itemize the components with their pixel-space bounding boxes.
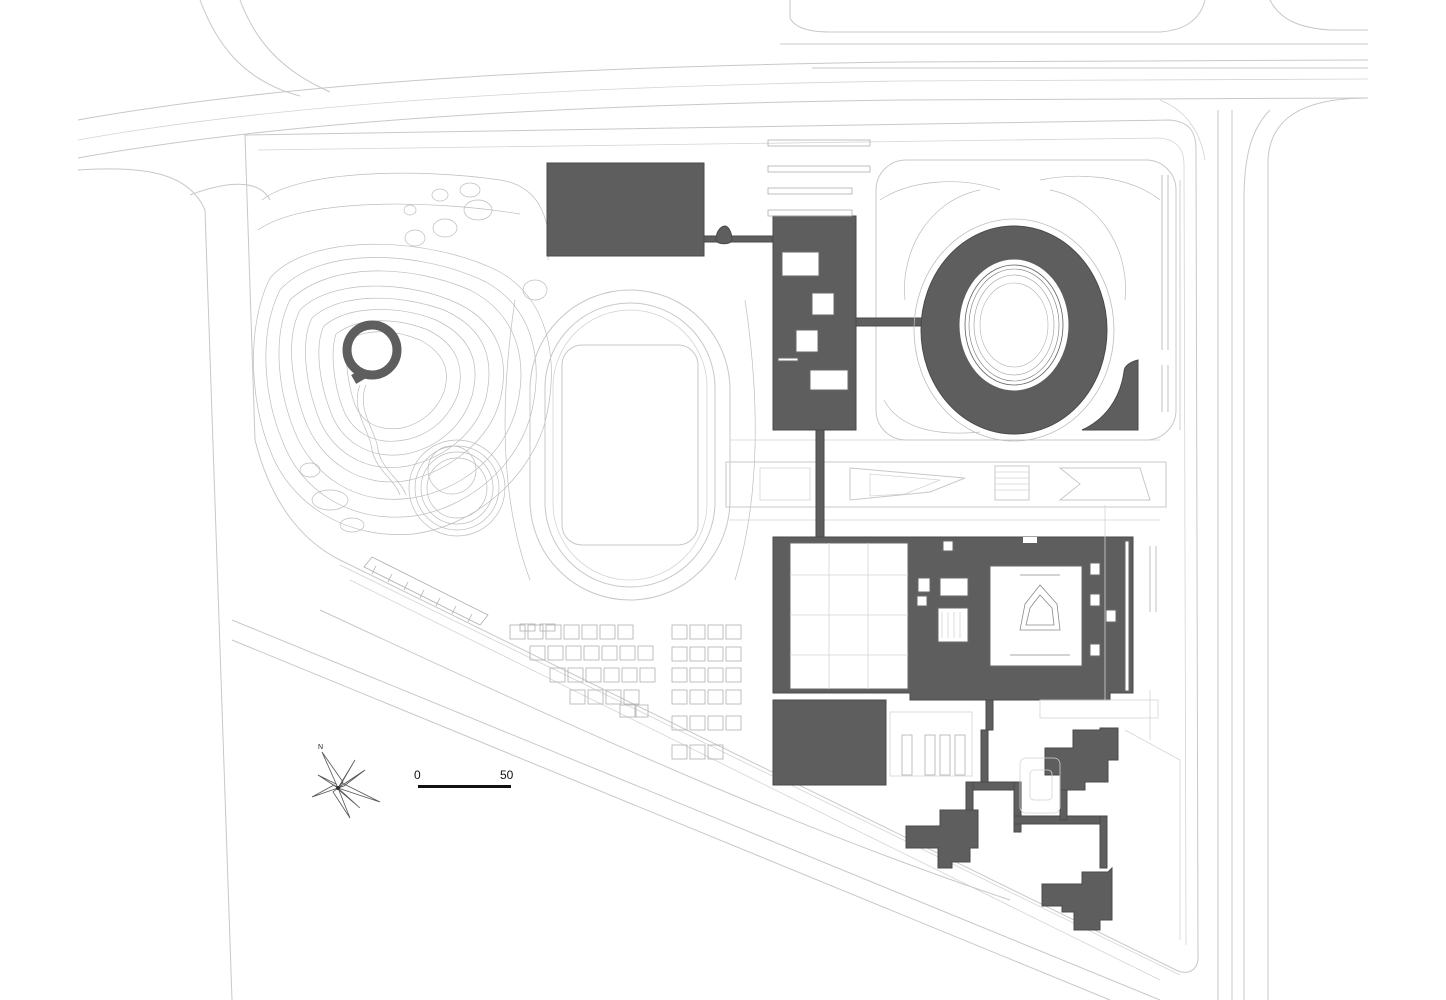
parking-stall bbox=[707, 689, 724, 705]
quarter-pavilion bbox=[1081, 359, 1139, 431]
parking-stall bbox=[689, 715, 706, 731]
cluster-east bbox=[1044, 727, 1119, 791]
parking-stall bbox=[707, 646, 724, 662]
parking-stall bbox=[725, 646, 742, 662]
cluster-west bbox=[905, 809, 979, 869]
parking-stall bbox=[725, 667, 742, 683]
parking-stall bbox=[545, 624, 562, 640]
parking-stall bbox=[527, 624, 544, 640]
parking-stall bbox=[509, 624, 526, 640]
canopy-strip bbox=[363, 556, 489, 626]
parking-stall bbox=[605, 689, 622, 705]
parking-stall bbox=[671, 744, 688, 760]
scale-start-label: 0 bbox=[414, 768, 421, 782]
parking-stall bbox=[707, 667, 724, 683]
parking-stall bbox=[689, 689, 706, 705]
parking-stall bbox=[707, 744, 724, 760]
scale-end-label: 50 bbox=[500, 768, 514, 782]
parking-stall bbox=[587, 689, 604, 705]
cluster-south bbox=[1041, 866, 1113, 931]
road-network bbox=[77, 0, 1369, 1000]
parking-stall bbox=[617, 624, 634, 640]
parking-stall bbox=[637, 645, 654, 661]
scale-bar: 0 50 bbox=[414, 768, 514, 788]
parking-stall bbox=[529, 645, 546, 661]
parking-stall bbox=[585, 667, 602, 683]
parking-stall bbox=[621, 667, 638, 683]
parking-stall bbox=[689, 744, 706, 760]
running-track bbox=[504, 289, 756, 601]
parking-stall bbox=[689, 667, 706, 683]
parking-stall bbox=[565, 645, 582, 661]
parking-stall bbox=[725, 624, 742, 640]
central-plaza bbox=[725, 439, 1167, 521]
parking-stall bbox=[581, 624, 598, 640]
site-boundary bbox=[244, 119, 1199, 973]
parking-stall bbox=[689, 646, 706, 662]
north-label: N bbox=[318, 744, 323, 751]
parking-stall bbox=[671, 646, 688, 662]
central-pavilion bbox=[772, 215, 857, 431]
parking-stall bbox=[599, 624, 616, 640]
parking-stall bbox=[707, 624, 724, 640]
parking-stall bbox=[601, 645, 618, 661]
parking-stall bbox=[567, 667, 584, 683]
parking-stall bbox=[639, 667, 656, 683]
parking-stall bbox=[689, 624, 706, 640]
parking-stall bbox=[569, 689, 586, 705]
parking-stall bbox=[519, 623, 536, 632]
parking-stall bbox=[671, 667, 688, 683]
parking-stall bbox=[603, 667, 620, 683]
parking-stall bbox=[539, 623, 556, 632]
residential-grounds bbox=[889, 505, 1181, 940]
parking-stall bbox=[623, 689, 640, 705]
parking-stall bbox=[725, 715, 742, 731]
north-hall bbox=[546, 162, 705, 257]
parking-stall bbox=[619, 704, 636, 718]
parking-stall bbox=[563, 624, 580, 640]
observation-ring bbox=[342, 320, 402, 384]
parking-stall bbox=[725, 689, 742, 705]
north-arrow-icon: N bbox=[311, 744, 381, 819]
parking-stall bbox=[671, 624, 688, 640]
parking-stall bbox=[671, 715, 688, 731]
parking-stall bbox=[635, 704, 649, 718]
parking-stall bbox=[619, 645, 636, 661]
parking-stall bbox=[583, 645, 600, 661]
parking-stall bbox=[707, 715, 724, 731]
parking-lot bbox=[509, 623, 742, 760]
parking-stall bbox=[671, 689, 688, 705]
parking-rows-north bbox=[767, 139, 966, 776]
southwest-hall bbox=[772, 699, 887, 786]
landscape-hill bbox=[253, 172, 552, 537]
parking-stall bbox=[547, 645, 564, 661]
parking-stall bbox=[549, 667, 566, 683]
buildings bbox=[546, 162, 1139, 931]
